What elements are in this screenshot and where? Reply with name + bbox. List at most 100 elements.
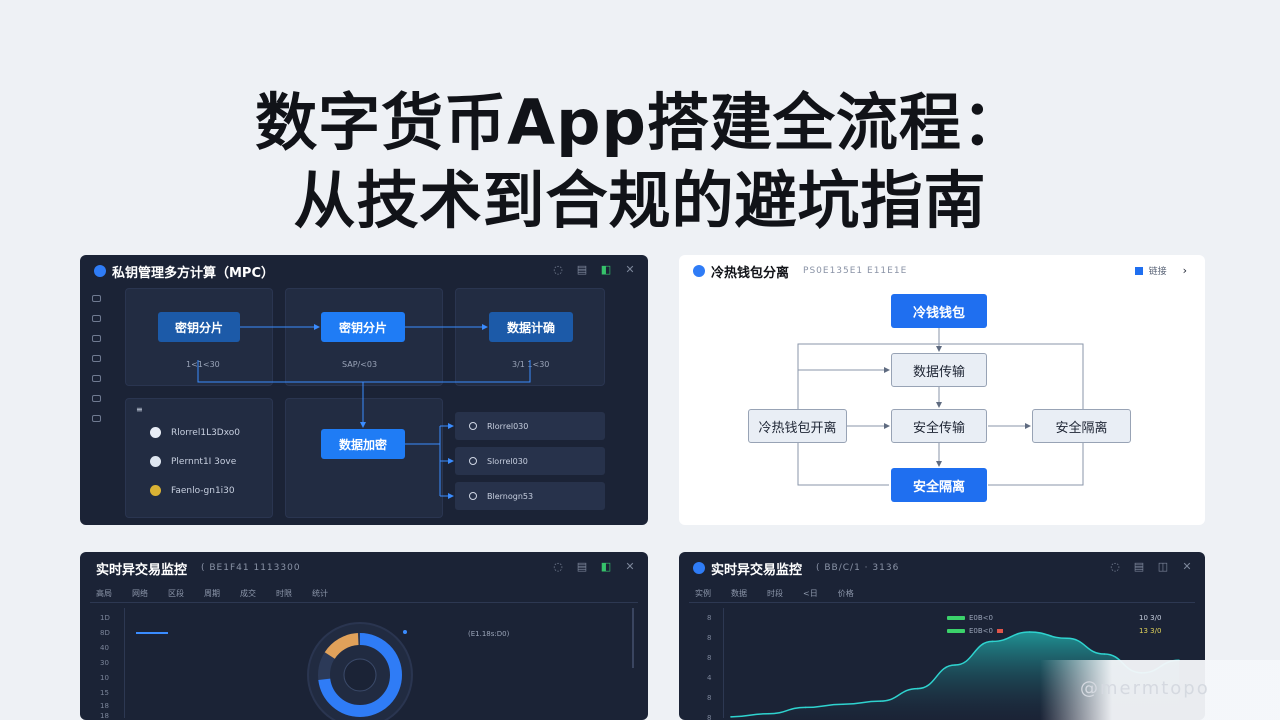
tab-divider xyxy=(689,602,1195,603)
data-compute-node[interactable]: 数据计确 xyxy=(489,312,573,342)
tab-item[interactable]: 数据 xyxy=(731,589,747,598)
y-tick-label: 30 xyxy=(100,659,109,667)
data-point xyxy=(954,664,956,666)
secure-transfer-node[interactable]: 安全传输 xyxy=(891,409,987,443)
data-point xyxy=(991,640,994,643)
isolation-node-bottom[interactable]: 安全隔离 xyxy=(891,468,987,502)
tab-item[interactable]: 周期 xyxy=(204,589,220,598)
account-avatar-icon xyxy=(150,427,161,438)
chart-legend: (E1.18s:D0) xyxy=(468,630,509,638)
shield-icon[interactable]: ◧ xyxy=(600,263,612,276)
y-tick-label: 8 xyxy=(707,694,712,702)
sidebar-wallet-icon[interactable] xyxy=(92,335,101,342)
account-row[interactable]: Plernnt1I 3ove xyxy=(150,456,236,467)
tab-item[interactable]: 价格 xyxy=(837,589,854,598)
legend-value: 10 3/0 xyxy=(1139,614,1162,622)
tab-item[interactable]: 高局 xyxy=(96,589,112,598)
minimize-icon[interactable]: ◌ xyxy=(553,263,563,276)
sidebar-home-icon[interactable] xyxy=(92,295,101,302)
cold-wallet-node[interactable]: 冷钱钱包 xyxy=(891,294,987,328)
legend-row: E0B<0 xyxy=(947,614,993,622)
donut-segment-blue xyxy=(318,633,402,717)
minimize-icon[interactable]: ◌ xyxy=(1110,560,1120,573)
radio-icon xyxy=(469,492,477,500)
tab-item[interactable]: 网络 xyxy=(132,589,148,598)
account-label: Faenlo-gn1i30 xyxy=(171,485,235,496)
radio-icon xyxy=(469,422,477,430)
grid-icon[interactable]: ▤ xyxy=(1133,560,1145,573)
status-dot-icon xyxy=(693,265,705,277)
data-point xyxy=(916,687,919,690)
y-tick-label: 15 xyxy=(100,689,109,697)
mpc-connectors xyxy=(197,324,531,499)
chevron-right-icon: › xyxy=(1182,264,1187,277)
legend-tag: E0B<0 xyxy=(969,627,993,635)
legend-value: 13 3/0 xyxy=(1139,627,1162,635)
link-icon xyxy=(1134,266,1143,275)
panel-action[interactable]: 链接 › xyxy=(1134,264,1187,277)
y-tick-label: 8 xyxy=(707,634,712,642)
shield-icon[interactable]: ◧ xyxy=(600,560,612,573)
panel-header: 实时异交易监控 ( BB/C/1 · 3136 xyxy=(679,552,1205,584)
account-row[interactable]: Rlorrel1L3Dxo0 xyxy=(150,427,240,438)
y-tick-label: 1D xyxy=(100,614,110,622)
account-avatar-icon xyxy=(150,456,161,467)
panel-header: 实时异交易监控 ( BE1F41 1113300 xyxy=(80,552,648,584)
connector-line xyxy=(797,443,889,486)
panel-subtitle: ( BE1F41 1113300 xyxy=(201,563,301,573)
output-row[interactable]: Blernogn53 xyxy=(455,482,605,510)
isolation-node-right[interactable]: 安全隔离 xyxy=(1032,409,1131,443)
sidebar-chart-icon[interactable] xyxy=(92,375,101,382)
sidebar-lock-icon[interactable] xyxy=(92,355,101,362)
tab-item[interactable]: 统计 xyxy=(312,589,328,598)
headline-line-1: 数字货币App搭建全流程： xyxy=(255,86,1025,159)
sidebar-list-icon[interactable] xyxy=(92,395,101,402)
legend-swatch-red xyxy=(997,629,1003,633)
close-icon[interactable]: ✕ xyxy=(1182,560,1192,573)
key-shard-node-1[interactable]: 密钥分片 xyxy=(158,312,240,342)
watermark-text: @mermtopo xyxy=(1080,678,1210,699)
data-point xyxy=(879,700,882,702)
tab-item[interactable]: 实例 xyxy=(695,589,711,598)
data-encrypt-node[interactable]: 数据加密 xyxy=(321,429,405,459)
connector-line xyxy=(797,343,1084,409)
account-label: Plernnt1I 3ove xyxy=(171,456,237,467)
connector-line xyxy=(197,360,531,383)
close-icon[interactable]: ✕ xyxy=(625,263,635,276)
window-controls: ◌ ▤ ◫ ✕ xyxy=(1109,560,1193,574)
plot-divider xyxy=(124,608,125,718)
mpc-panel: 私钥管理多方计算（MPC） ◌ ▤ ◧ ✕ 密钥分片 密钥分片 数据计确 数据加… xyxy=(80,255,648,525)
y-tick-label: 8 xyxy=(707,714,712,720)
sidebar-settings-icon[interactable] xyxy=(92,415,101,422)
output-label: Slorrel030 xyxy=(487,456,528,466)
tab-item[interactable]: <日 xyxy=(803,589,818,598)
data-transfer-node[interactable]: 数据传输 xyxy=(891,353,987,387)
sidebar-users-icon[interactable] xyxy=(92,315,101,322)
legend-tag: E0B<0 xyxy=(969,614,993,622)
output-label: Rlorrel030 xyxy=(487,421,529,431)
data-point xyxy=(842,703,844,706)
grid-icon[interactable]: ▤ xyxy=(576,560,588,573)
close-icon[interactable]: ✕ xyxy=(625,560,635,573)
donut-marker xyxy=(403,630,407,634)
data-point xyxy=(1066,637,1068,640)
grid-icon[interactable]: ▤ xyxy=(576,263,588,276)
tab-item[interactable]: 时段 xyxy=(767,589,783,598)
output-row[interactable]: Rlorrel030 xyxy=(455,412,605,440)
tab-item[interactable]: 区段 xyxy=(168,589,184,598)
wallet-separate-node[interactable]: 冷热钱包开离 xyxy=(748,409,847,443)
tab-item[interactable]: 时限 xyxy=(276,589,292,598)
key-shard-node-2[interactable]: 密钥分片 xyxy=(321,312,405,342)
data-point xyxy=(1103,653,1106,655)
output-row[interactable]: Slorrel030 xyxy=(455,447,605,475)
minimize-icon[interactable]: ◌ xyxy=(553,560,563,573)
y-tick-label: 40 xyxy=(100,644,109,652)
tab-item[interactable]: 成交 xyxy=(240,589,256,598)
layout-icon[interactable]: ◫ xyxy=(1157,560,1169,573)
wallet-connectors xyxy=(797,328,1084,486)
y-tick-label: 10 xyxy=(100,674,109,682)
account-row[interactable]: Faenlo-gn1i30 xyxy=(150,485,235,496)
action-label: 链接 xyxy=(1148,267,1167,277)
tab-divider xyxy=(90,602,638,603)
donut-chart xyxy=(307,622,413,720)
